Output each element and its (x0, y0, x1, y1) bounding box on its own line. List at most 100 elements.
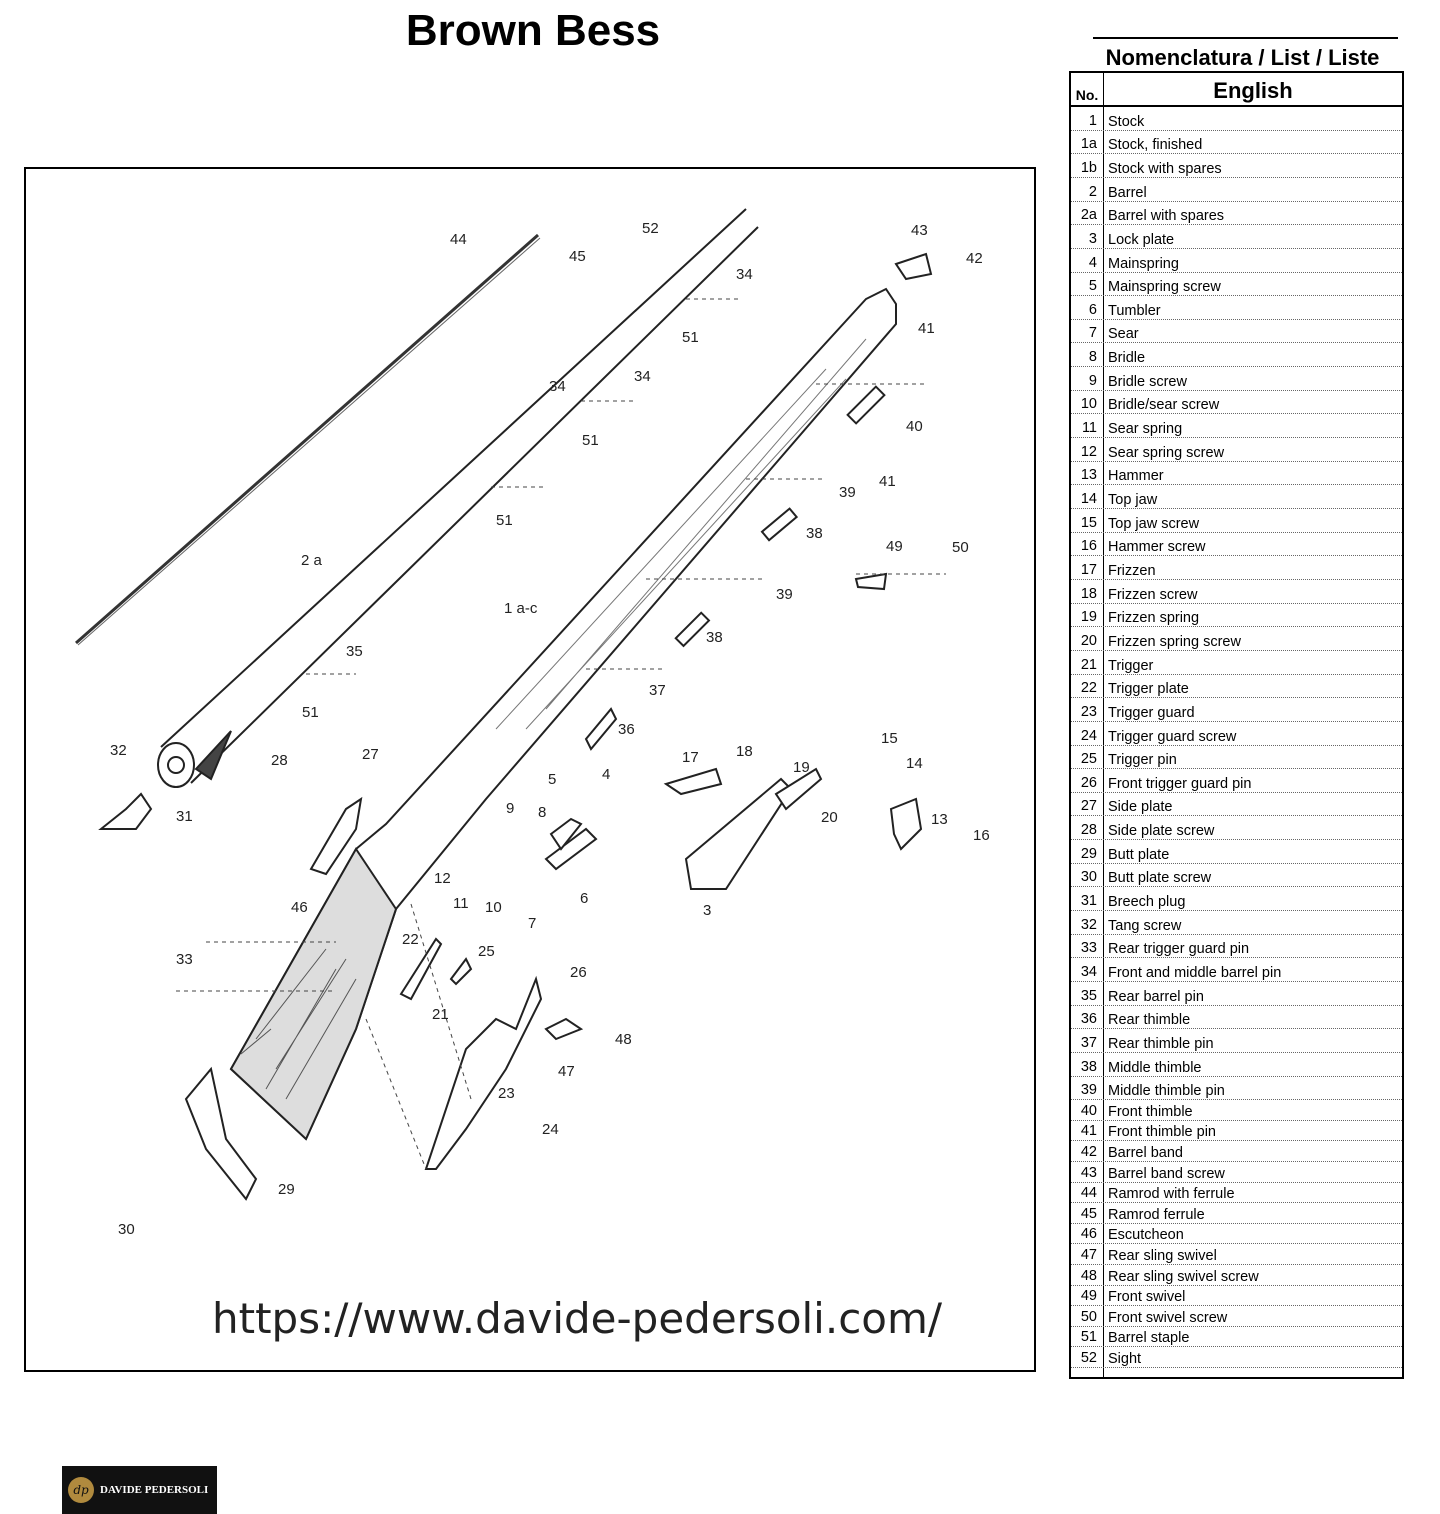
part-callout: 13 (931, 811, 948, 828)
part-callout: 16 (973, 827, 990, 844)
part-callout: 31 (176, 808, 193, 825)
part-number: 28 (1080, 822, 1097, 839)
part-number: 14 (1080, 491, 1097, 508)
part-number: 25 (1080, 751, 1097, 768)
part-number: 15 (1080, 514, 1097, 531)
part-callout: 52 (642, 220, 659, 237)
part-callout: 1 a-c (504, 600, 538, 617)
part-name: Trigger pin (1108, 752, 1177, 769)
part-name: Middle thimble pin (1108, 1083, 1225, 1100)
part-callout: 49 (886, 538, 903, 555)
part-number: 7 (1088, 325, 1097, 342)
part-callout: 48 (615, 1031, 632, 1048)
part-callout: 17 (682, 749, 699, 766)
part-name: Rear trigger guard pin (1108, 941, 1250, 958)
part-callout: 3 (703, 902, 711, 919)
part-callout: 45 (569, 248, 586, 265)
table-row: 39 Middle thimble pin (1071, 1077, 1402, 1101)
part-number: 47 (1080, 1247, 1097, 1264)
table-row: 25 Trigger pin (1071, 746, 1402, 770)
part-number: 1 (1088, 112, 1097, 129)
part-callout: 34 (736, 266, 753, 283)
list-top-rule (1093, 37, 1398, 39)
part-name: Rear thimble (1108, 1012, 1191, 1029)
butt-plate (184, 1066, 258, 1201)
part-number: 43 (1080, 1164, 1097, 1181)
part-callout: 25 (478, 943, 495, 960)
part-callout: 11 (453, 895, 469, 912)
part-callout: 36 (618, 721, 635, 738)
part-number: 1b (1080, 159, 1097, 176)
part-callout: 4 (602, 766, 610, 783)
part-name: Butt plate (1108, 846, 1170, 863)
part-name: Stock, finished (1108, 137, 1203, 154)
part-name: Middle thimble (1108, 1059, 1202, 1076)
part-number: 9 (1088, 372, 1097, 389)
logo-text: DAVIDE PEDERSOLI (100, 1484, 209, 1496)
small-parts (399, 252, 933, 1041)
part-name: Bridle/sear screw (1108, 397, 1220, 414)
part-number: 2a (1080, 207, 1097, 224)
part-name: Hammer (1108, 468, 1164, 485)
part-callout: 51 (682, 329, 699, 346)
part-callout: 30 (118, 1221, 135, 1238)
part-number: 34 (1080, 964, 1097, 981)
part-callout: 24 (542, 1121, 559, 1138)
part-callout: 23 (498, 1085, 515, 1102)
part-number: 26 (1080, 774, 1097, 791)
part-number: 4 (1088, 254, 1097, 271)
website-url[interactable]: https://www.davide-pedersoli.com/ (212, 1294, 943, 1343)
part-number: 19 (1080, 609, 1097, 626)
part-name: Trigger plate (1108, 681, 1189, 698)
part-callout: 46 (291, 899, 308, 916)
part-number: 23 (1080, 703, 1097, 720)
part-callout: 37 (649, 682, 666, 699)
part-name: Barrel with spares (1108, 208, 1225, 225)
part-name: Tumbler (1108, 302, 1161, 319)
part-callout: 39 (839, 484, 856, 501)
part-number: 39 (1080, 1082, 1097, 1099)
part-callout: 33 (176, 951, 193, 968)
part-name: Top jaw (1108, 492, 1158, 509)
part-name: Trigger guard (1108, 704, 1195, 721)
part-callout: 15 (881, 730, 898, 747)
part-callout: 35 (346, 643, 363, 660)
part-number: 41 (1080, 1123, 1097, 1140)
part-number: 35 (1080, 987, 1097, 1004)
part-callout: 7 (528, 915, 536, 932)
pedersoli-logo: dp DAVIDE PEDERSOLI (62, 1466, 217, 1514)
part-number: 16 (1080, 538, 1097, 555)
part-name: Sear spring screw (1108, 444, 1225, 461)
part-number: 40 (1080, 1102, 1097, 1119)
part-name: Ramrod ferrule (1108, 1206, 1205, 1223)
part-number: 2 (1088, 183, 1097, 200)
part-callout: 8 (538, 804, 546, 821)
part-callout: 40 (906, 418, 923, 435)
part-callout: 20 (821, 809, 838, 826)
side-plate (309, 796, 363, 876)
part-name: Mainspring screw (1108, 279, 1221, 296)
